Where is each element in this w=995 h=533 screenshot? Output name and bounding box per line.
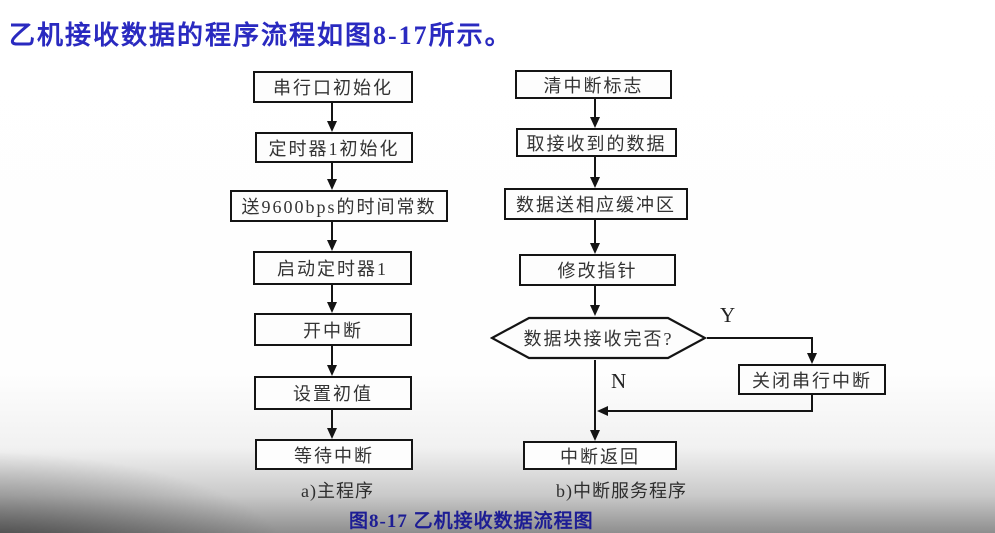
flow-step-wait-interrupt: 等待中断 [255, 439, 413, 470]
flow-step-timer1-init: 定时器1初始化 [255, 132, 413, 163]
arrowhead-down-icon [327, 179, 337, 190]
isr-flow-label: b)中断服务程序 [556, 481, 687, 501]
flow-step-set-initial-value: 设置初值 [254, 376, 412, 410]
arrowhead-down-icon [590, 305, 600, 316]
decision-block-receive-complete: 数据块接收完否? [490, 316, 707, 360]
arrowhead-down-icon [327, 121, 337, 132]
connector-line-return [811, 395, 813, 412]
arrowhead-down-icon [807, 353, 817, 364]
arrowhead-down-icon [327, 302, 337, 313]
flow-step-get-received-data: 取接收到的数据 [516, 128, 677, 157]
flow-step-start-timer1: 启动定时器1 [253, 251, 412, 285]
flow-step-clear-interrupt-flag: 清中断标志 [515, 70, 672, 99]
arrowhead-down-icon [590, 430, 600, 441]
flow-step-serial-port-init: 串行口初始化 [253, 71, 413, 103]
hexagon-shape [490, 316, 707, 360]
arrowhead-left-icon [597, 406, 608, 416]
arrowhead-down-icon [590, 177, 600, 188]
arrowhead-down-icon [590, 117, 600, 128]
flow-step-close-serial-interrupt: 关闭串行中断 [738, 364, 886, 395]
connector-line [594, 99, 596, 118]
connector-line [331, 163, 333, 180]
decision-label: 数据块接收完否? [523, 329, 674, 349]
connector-line [331, 285, 333, 303]
connector-line [594, 220, 596, 244]
flow-step-interrupt-return: 中断返回 [523, 441, 677, 470]
flow-step-load-time-constant: 送9600bps的时间常数 [230, 190, 448, 222]
connector-line-yes-branch [707, 337, 813, 339]
connector-line [594, 157, 596, 178]
connector-line [331, 102, 333, 123]
arrowhead-down-icon [327, 365, 337, 376]
connector-line [331, 222, 333, 241]
arrowhead-down-icon [327, 428, 337, 439]
connector-line [594, 286, 596, 306]
flow-step-enable-interrupt: 开中断 [254, 313, 412, 346]
connector-line-return [608, 410, 813, 412]
arrowhead-down-icon [590, 243, 600, 254]
connector-line-yes-branch [811, 338, 813, 354]
page-title: 乙机接收数据的程序流程如图8-17所示。 [9, 21, 513, 50]
connector-line [331, 410, 333, 429]
connector-line-no-branch [594, 360, 596, 431]
flow-step-data-to-buffer: 数据送相应缓冲区 [504, 188, 688, 220]
arrowhead-down-icon [327, 240, 337, 251]
no-branch-label: N [611, 369, 627, 393]
yes-branch-label: Y [720, 303, 736, 327]
main-flow-label: a)主程序 [301, 481, 374, 501]
figure-caption: 图8-17 乙机接收数据流程图 [349, 511, 594, 532]
flow-step-modify-pointer: 修改指针 [519, 254, 676, 286]
connector-line [331, 346, 333, 366]
